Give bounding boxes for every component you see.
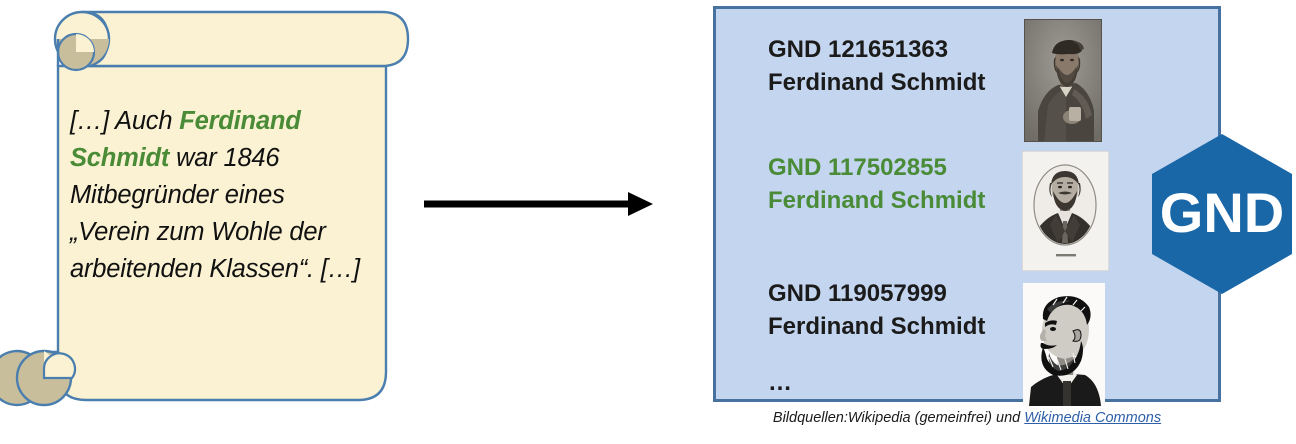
- hexagon-shape: [1152, 134, 1292, 294]
- gnd-person-name: Ferdinand Schmidt: [768, 69, 986, 96]
- portrait-woodcut-profile-bearded-man: [1023, 283, 1105, 406]
- gnd-id-label: GND 119057999: [768, 280, 947, 307]
- more-entries-indicator: …: [768, 369, 793, 396]
- gnd-id-label: GND 121651363: [768, 36, 949, 63]
- gnd-id-label: GND 117502855: [768, 154, 947, 181]
- gnd-entry[interactable]: GND 119057999 Ferdinand Schmidt: [768, 277, 985, 343]
- gnd-logo-text: GND: [1160, 181, 1284, 244]
- gnd-entry[interactable]: GND 121651363 Ferdinand Schmidt: [768, 33, 985, 99]
- quote-scroll: [0, 0, 450, 439]
- gnd-logo: GND: [1152, 134, 1292, 294]
- gnd-results-panel: GND 121651363 Ferdinand Schmidt GND 1175…: [713, 6, 1221, 406]
- gnd-person-name: Ferdinand Schmidt: [768, 313, 986, 340]
- quote-prefix: […] Auch: [70, 107, 180, 135]
- quote-highlight-name: Ferdinand Schmidt: [70, 107, 301, 172]
- image-credit: Bildquellen:Wikipedia (gemeinfrei) und W…: [713, 410, 1221, 426]
- scroll-icon: [0, 10, 410, 407]
- portrait-engraving-oval-bearded-man: [1022, 151, 1109, 271]
- quote-suffix: war 1846 Mitbegründer eines „Verein zum …: [70, 144, 360, 283]
- portrait-photograph-bearded-man-beret: [1024, 19, 1102, 142]
- image-credit-prefix: Bildquellen:Wikipedia (gemeinfrei) und: [772, 410, 1025, 426]
- quote-text: […] Auch Ferdinand Schmidt war 1846 Mitb…: [70, 103, 360, 288]
- gnd-person-name: Ferdinand Schmidt: [768, 187, 986, 214]
- gnd-entry-selected[interactable]: GND 117502855 Ferdinand Schmidt: [768, 151, 985, 217]
- arrow-right-icon: [420, 186, 655, 222]
- wikimedia-commons-link[interactable]: Wikimedia Commons: [1024, 410, 1162, 426]
